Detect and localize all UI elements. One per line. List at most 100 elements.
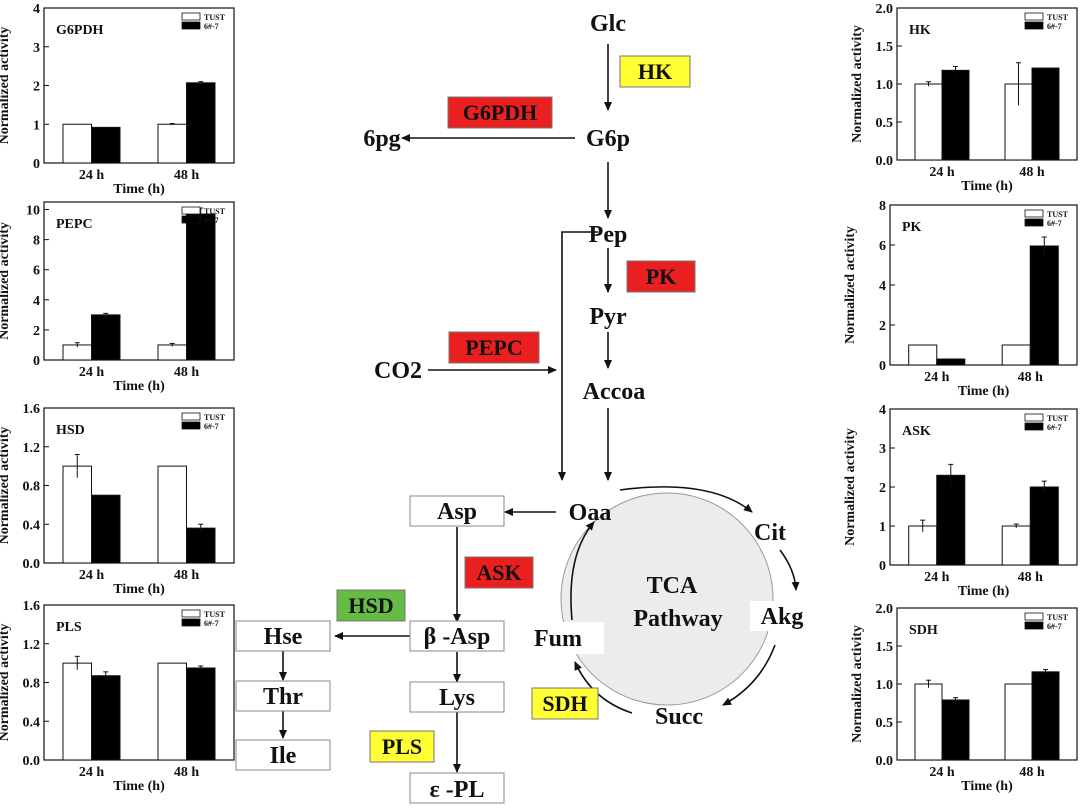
legend-label: TUST	[204, 413, 226, 422]
legend-swatch	[1024, 12, 1044, 21]
chart-title: PEPC	[56, 217, 93, 232]
legend-label: TUST	[204, 610, 226, 619]
chart-title: PK	[902, 220, 922, 235]
y-tick-label: 1	[879, 520, 886, 535]
node-ile: Ile	[270, 743, 297, 769]
y-tick-label: 0.5	[876, 116, 894, 131]
y-tick-label: 0.4	[23, 518, 41, 533]
asp-box	[409, 495, 505, 527]
fum-label-bg	[536, 622, 604, 654]
legend-swatch	[181, 618, 201, 627]
tca-label-line2: Pathway	[633, 606, 722, 632]
bar-tust	[1001, 525, 1031, 566]
x-axis-title: Time (h)	[958, 384, 1010, 399]
arrow-oaa-cit	[619, 486, 753, 513]
bar-tust	[157, 344, 187, 361]
epl-box	[409, 772, 505, 804]
legend-swatch	[181, 206, 201, 215]
x-tick-label: 24 h	[79, 365, 105, 380]
legend-label: 6#-7	[1047, 219, 1062, 228]
tca-circle	[560, 492, 774, 706]
legend-label: 6#-7	[204, 216, 219, 225]
chart-title: SDH	[909, 623, 938, 638]
x-tick-label: 48 h	[1018, 370, 1044, 385]
bar-mutant	[1029, 245, 1059, 366]
x-tick-label: 24 h	[929, 765, 955, 780]
y-tick-label: 2	[33, 324, 40, 339]
tca-label-line1: TCA	[647, 573, 698, 599]
legend-swatch	[1024, 413, 1044, 422]
bar-tust	[914, 683, 943, 761]
node-accoa: Accoa	[583, 379, 646, 405]
legend-swatch	[1024, 422, 1044, 431]
y-axis-title: Normalized activity	[0, 624, 12, 742]
y-tick-label: 1.2	[23, 441, 41, 456]
x-tick-label: 24 h	[79, 168, 105, 183]
x-tick-label: 24 h	[924, 570, 950, 585]
y-tick-label: 4	[33, 2, 40, 17]
legend-swatch	[181, 412, 201, 421]
x-tick-label: 48 h	[174, 365, 200, 380]
bar-mutant	[941, 69, 970, 161]
bar-tust	[157, 123, 187, 164]
legend-label: 6#-7	[204, 22, 219, 31]
y-tick-label: 1.6	[23, 599, 41, 614]
x-axis-title: Time (h)	[961, 179, 1013, 194]
chart-title: ASK	[902, 424, 931, 439]
y-axis-title: Normalized activity	[0, 427, 12, 545]
x-tick-label: 24 h	[924, 370, 950, 385]
node-g6p: G6p	[586, 126, 630, 152]
bar-mutant	[186, 82, 216, 164]
legend-swatch	[181, 421, 201, 430]
bar-tust	[62, 465, 92, 564]
akg-label-bg	[750, 601, 810, 631]
y-tick-label: 8	[33, 234, 40, 249]
legend-swatch	[181, 21, 201, 30]
x-tick-label: 24 h	[929, 165, 955, 180]
y-tick-label: 0.5	[876, 716, 894, 731]
y-tick-label: 0.0	[876, 754, 894, 769]
legend-label: TUST	[204, 13, 226, 22]
enzyme-pls: PLS	[382, 734, 422, 759]
legend-label: TUST	[1047, 210, 1069, 219]
chart-title: HK	[909, 23, 931, 38]
bar-mutant	[1031, 67, 1060, 161]
legend-label: 6#-7	[1047, 622, 1062, 631]
bar-mutant	[91, 126, 121, 164]
legend-label: 6#-7	[204, 619, 219, 628]
bar-mutant	[186, 213, 216, 361]
bar-mutant	[936, 474, 966, 566]
y-tick-label: 4	[879, 279, 886, 294]
enzyme-hsd-box	[336, 589, 406, 622]
y-tick-label: 4	[879, 403, 886, 418]
node-co2: CO2	[374, 358, 422, 384]
legend-swatch	[1024, 21, 1044, 30]
legend-label: TUST	[1047, 13, 1069, 22]
bar-mutant	[941, 699, 970, 761]
bar-tust	[157, 662, 187, 761]
legend-swatch	[181, 215, 201, 224]
arrow-cit-akg	[779, 549, 800, 591]
x-tick-label: 48 h	[174, 765, 200, 780]
y-tick-label: 2.0	[876, 602, 894, 617]
bar-tust	[157, 465, 187, 564]
enzyme-pls-box	[369, 730, 435, 763]
legend-swatch	[1024, 218, 1044, 227]
x-axis-title: Time (h)	[113, 379, 165, 394]
x-tick-label: 48 h	[174, 168, 200, 183]
y-tick-label: 1.0	[876, 678, 894, 693]
node-epl: ε -PL	[430, 777, 485, 803]
chart-title: G6PDH	[56, 23, 104, 38]
y-tick-label: 1.5	[876, 40, 894, 55]
enzyme-sdh: SDH	[542, 691, 587, 716]
node-oaa: Oaa	[569, 500, 612, 526]
node-pyr: Pyr	[589, 304, 627, 330]
node-hse: Hse	[264, 624, 303, 650]
y-tick-label: 3	[33, 41, 40, 56]
bar-mutant	[1031, 671, 1060, 761]
